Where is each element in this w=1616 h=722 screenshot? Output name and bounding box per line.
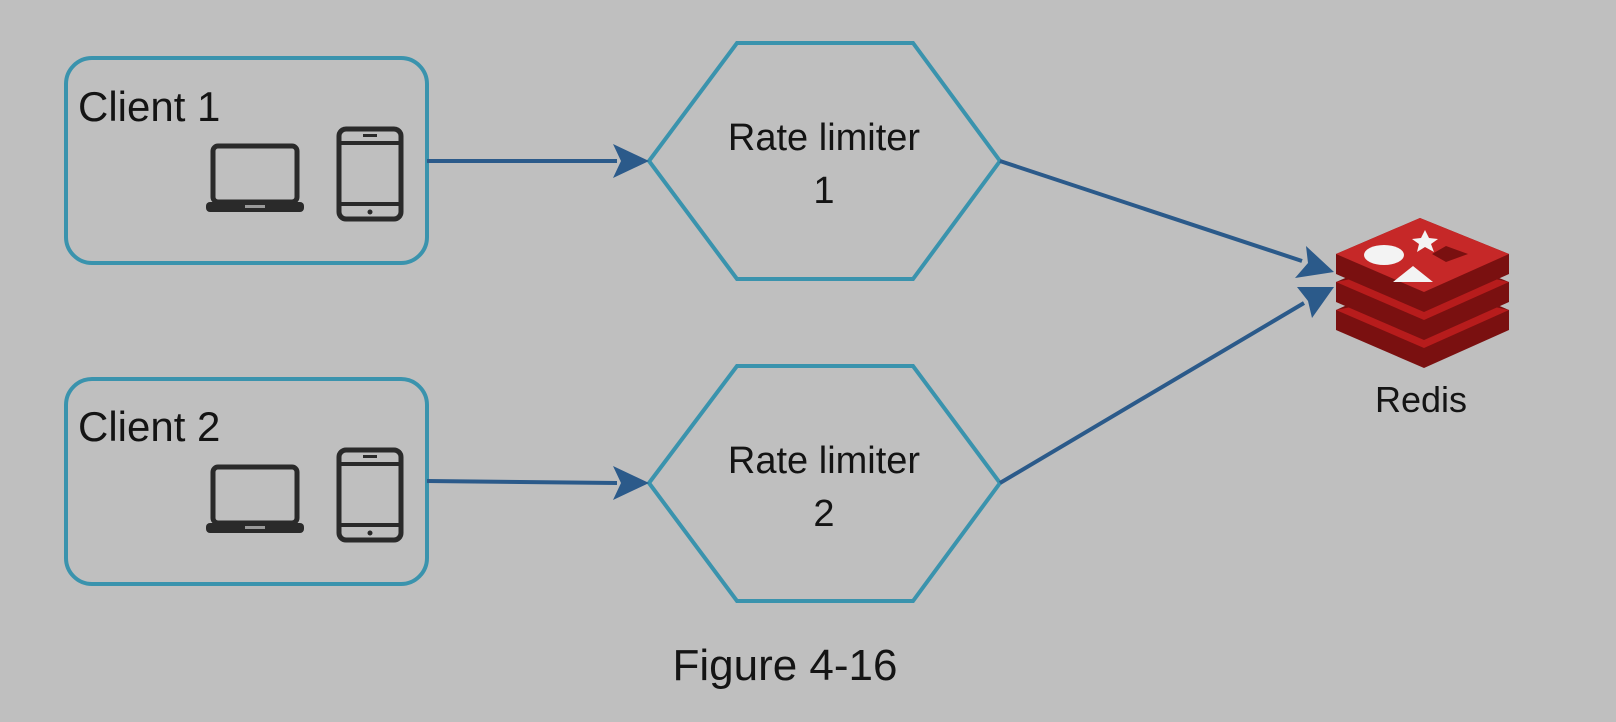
- rate-limiter-1-number: 1: [813, 170, 834, 212]
- figure-caption: Figure 4-16: [672, 641, 897, 690]
- rate-limiter-1-label: Rate limiter: [728, 117, 920, 159]
- client-label-2: Client 2: [78, 403, 220, 450]
- client-box-2: Client 2: [64, 377, 429, 586]
- rate-limiter-2-label: Rate limiter: [728, 440, 920, 482]
- rate-limiter-1: Rate limiter 1: [646, 41, 1003, 281]
- arrow-client2-to-limiter2: [426, 466, 649, 500]
- redis-label: Redis: [1375, 379, 1467, 420]
- laptop-icon: [206, 143, 304, 212]
- client-box-1: Client 1: [64, 56, 429, 265]
- arrow-client1-to-limiter1: [427, 144, 649, 178]
- client-label-1: Client 1: [78, 83, 220, 130]
- laptop-icon: [206, 464, 304, 533]
- arrow-limiter2-to-redis: [998, 287, 1334, 485]
- rate-limiter-2-number: 2: [813, 493, 834, 535]
- phone-icon: [336, 447, 404, 543]
- redis-icon: Redis: [1336, 218, 1509, 420]
- rate-limiter-2: Rate limiter 2: [646, 364, 1003, 603]
- arrow-limiter1-to-redis: [999, 159, 1334, 278]
- phone-icon: [336, 126, 404, 222]
